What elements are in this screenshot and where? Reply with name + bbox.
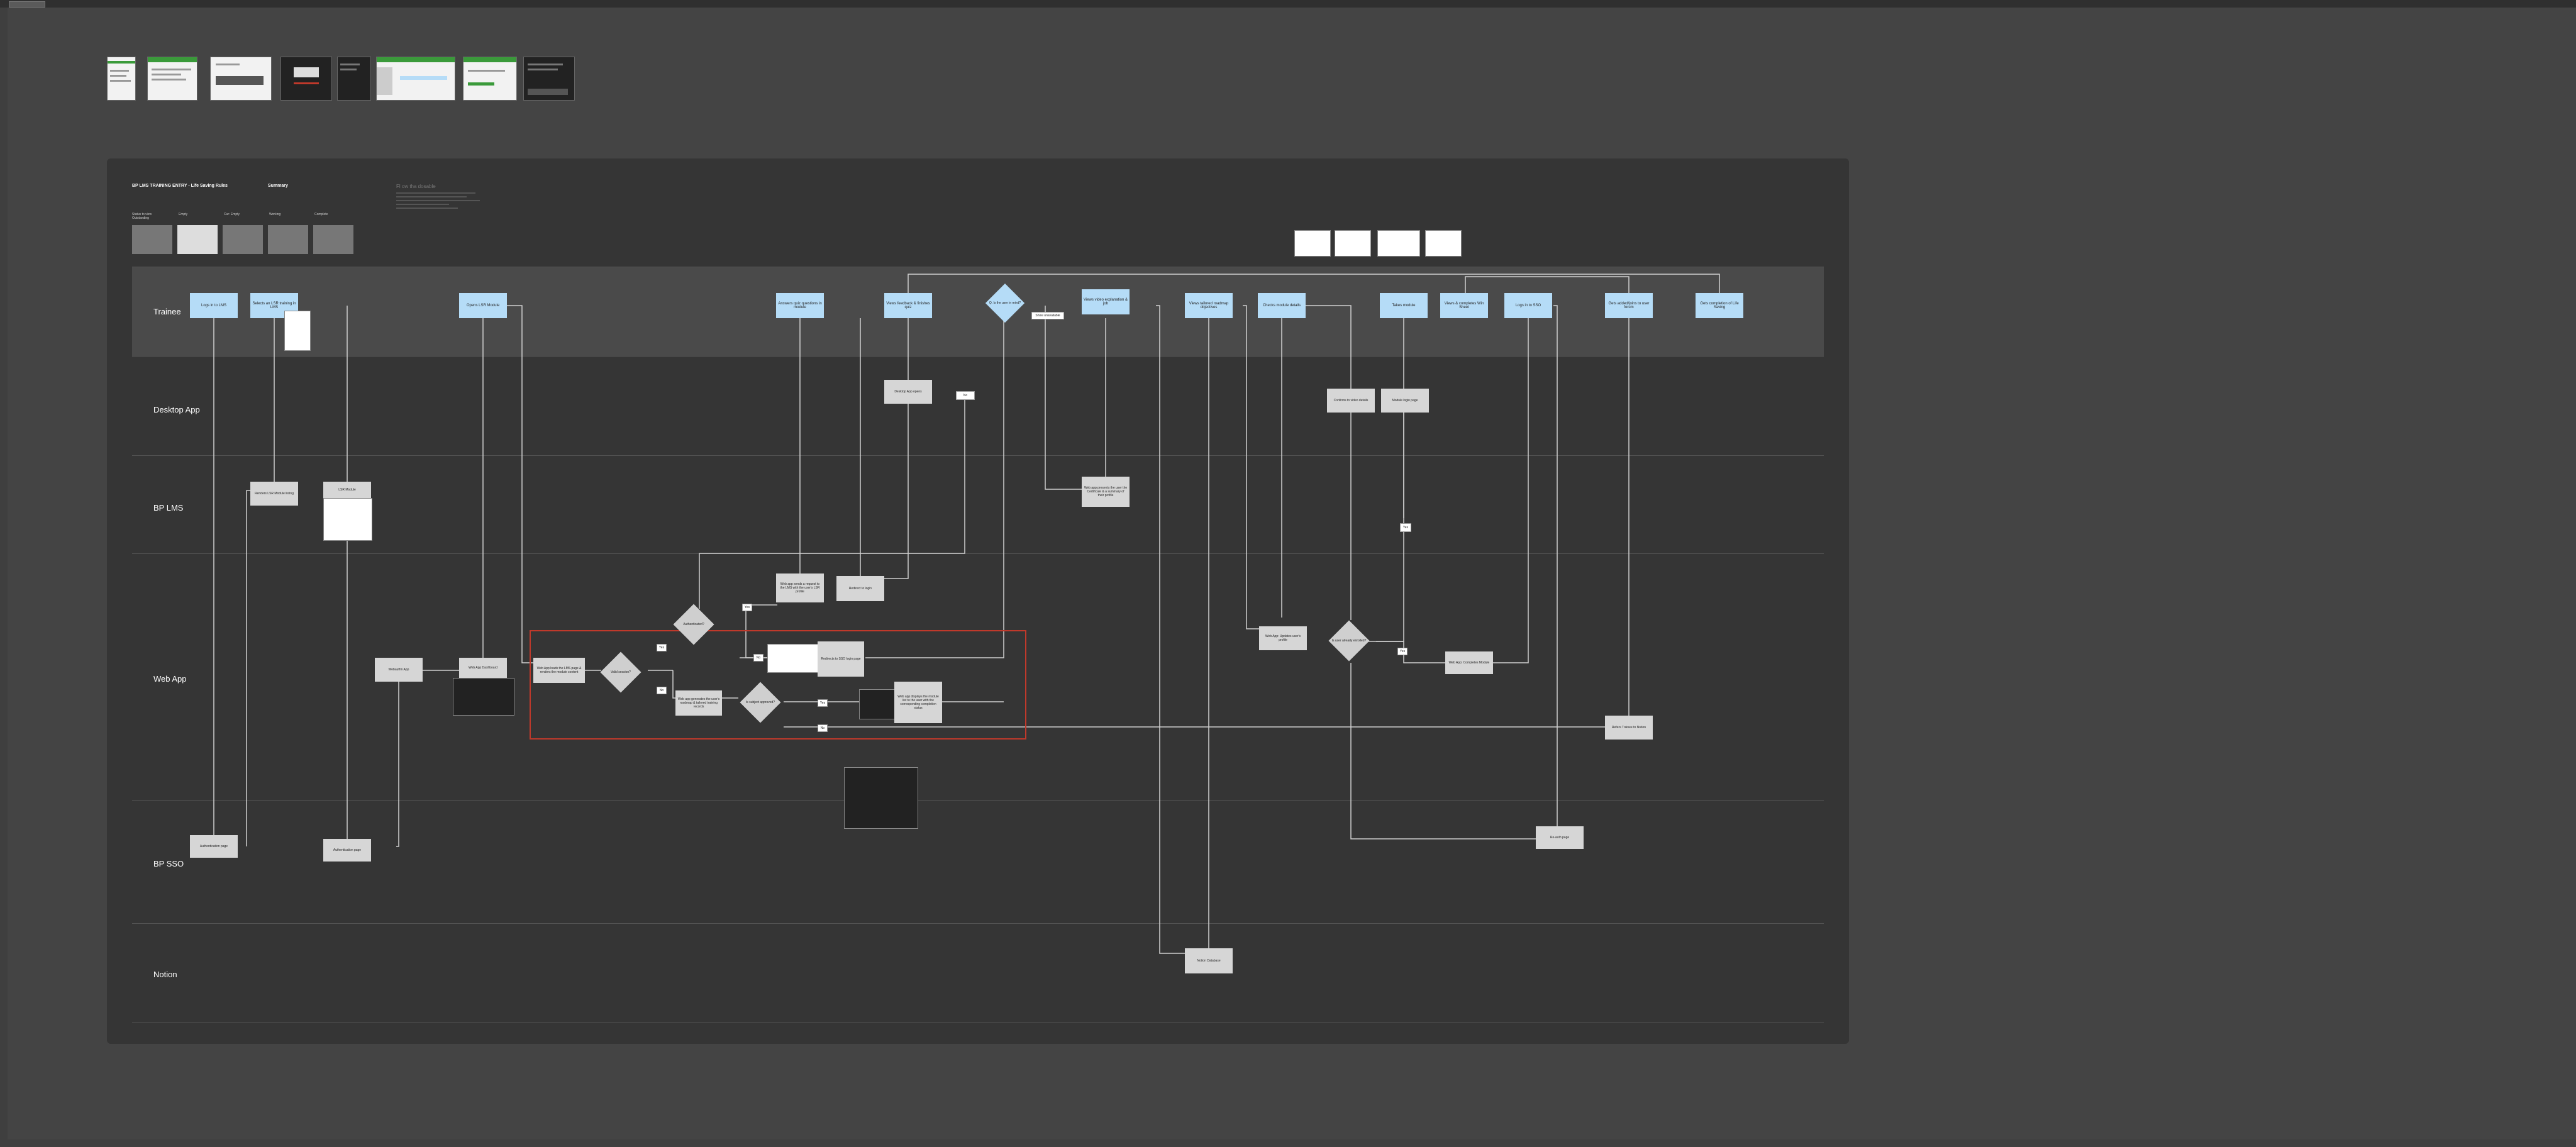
legend-swatch [132, 225, 172, 254]
decision-label: Q. Is the user in mind? [989, 301, 1021, 305]
decision-label: Is user already enrolled? [1331, 639, 1367, 643]
legend-swatch [223, 225, 263, 254]
legend-swatch [268, 225, 308, 254]
flow-tag: No [956, 391, 975, 400]
board-title: BP LMS TRAINING ENTRY - Life Saving Rule… [132, 184, 228, 188]
flow-tag: No [753, 654, 763, 662]
flow-step-trainee[interactable]: Views feedback & finishes quiz [884, 293, 932, 318]
screen-thumbnail[interactable] [463, 57, 517, 101]
flow-step-system[interactable]: Authentication page [190, 835, 238, 858]
screen-preview[interactable] [453, 678, 514, 716]
flow-step-trainee[interactable]: Gets completion of Life Saving [1696, 293, 1743, 318]
flow-step-system[interactable]: Redirect to login [836, 576, 884, 601]
flow-step-system[interactable]: Confirms to video details [1327, 389, 1375, 413]
legend-label: Empty [179, 213, 188, 216]
screen-thumbnail[interactable] [210, 57, 272, 101]
notes-text-block [396, 192, 484, 215]
reference-screenshot[interactable] [1377, 230, 1420, 257]
screen-preview[interactable] [323, 498, 372, 541]
flow-step-system[interactable]: Renders LSR Module listing [250, 482, 298, 506]
flow-step-system[interactable]: Re-auth page [1536, 826, 1584, 849]
top-bar [0, 0, 2576, 8]
flow-step-system[interactable]: Web App: Completes Module [1445, 651, 1493, 674]
flow-step-system[interactable]: Notion Database [1185, 948, 1233, 973]
lane-label: Trainee [153, 307, 181, 316]
flow-step-trainee[interactable]: Views video explanation & job [1082, 289, 1130, 314]
lane-notion [132, 923, 1824, 1022]
screen-preview[interactable] [284, 311, 311, 351]
flow-step-system[interactable]: Module login page [1381, 389, 1429, 413]
flow-step-trainee[interactable]: Logs in to SSO [1504, 293, 1552, 318]
flow-step-system[interactable]: Redirects to SSO login page [818, 641, 864, 677]
screen-thumbnail[interactable] [147, 57, 197, 101]
flow-step-system[interactable]: Web App Dashboard [459, 658, 507, 678]
lane-label: BP LMS [153, 503, 184, 513]
flow-step-trainee[interactable]: Gets added/joins to user forum [1605, 293, 1653, 318]
lane-label: BP SSO [153, 859, 184, 868]
flow-tag: Yes [657, 644, 667, 651]
legend-label: Status to view Outstanding [132, 213, 152, 220]
flow-tag: No [818, 724, 828, 732]
flow-tag: Yes [1397, 648, 1407, 655]
screen-thumbnail[interactable] [376, 57, 455, 101]
flow-step-trainee[interactable]: Checks module details [1258, 293, 1306, 318]
screen-preview[interactable] [859, 689, 896, 719]
screen-preview[interactable] [767, 644, 819, 673]
lane-label: Notion [153, 970, 177, 979]
lane-label: Web App [153, 674, 187, 684]
decision-label: Authenticated? [683, 623, 704, 626]
legend-swatch [177, 225, 218, 254]
flow-step-system[interactable]: LSR Module [323, 482, 371, 498]
highlight-region [530, 630, 1026, 740]
flow-step-system[interactable]: Web app generates the user's roadmap & t… [675, 690, 722, 716]
flow-step-system[interactable]: Web app sends a request to the LMS with … [776, 574, 824, 602]
flow-step-system[interactable]: Webauthn App [375, 658, 423, 682]
flow-step-system[interactable]: Web App loads the LMS page & renders the… [533, 658, 585, 683]
screen-thumbnail[interactable] [107, 57, 136, 101]
flow-step-system[interactable]: Web app displays the module list to the … [894, 682, 942, 723]
legend-swatch [313, 225, 353, 254]
screen-thumbnail[interactable] [523, 57, 575, 101]
reference-screenshot[interactable] [1294, 230, 1331, 257]
lane-label: Desktop App [153, 405, 200, 414]
legend-label: Working [269, 213, 281, 216]
screen-preview[interactable] [844, 767, 918, 829]
reference-screenshot[interactable] [1425, 230, 1462, 257]
flow-tag: No [657, 687, 667, 694]
flow-step-trainee[interactable]: Views tailored roadmap objectives [1185, 293, 1233, 318]
decision-label: Is subject approved? [745, 701, 775, 704]
lane-bp-lms [132, 455, 1824, 554]
lane-desktop-app [132, 356, 1824, 456]
notes-title: Fl ow tha dosable [396, 184, 436, 189]
flow-step-trainee[interactable]: Opens LSR Module [459, 293, 507, 318]
legend-label: Complete [314, 213, 328, 216]
lane-bp-sso [132, 800, 1824, 924]
flow-step-system[interactable]: Refers Trainee to Notion [1605, 716, 1653, 740]
reference-screenshot[interactable] [1335, 230, 1371, 257]
menu-button[interactable] [9, 1, 45, 8]
screen-thumbnail[interactable] [337, 57, 371, 101]
flow-step-trainee[interactable]: Takes module [1380, 293, 1428, 318]
flow-step-system[interactable]: Desktop App opens [884, 380, 932, 404]
flow-step-trainee[interactable]: Logs in to LMS [190, 293, 238, 318]
flow-step-system[interactable]: Authentication page [323, 839, 371, 862]
decision-label: Valid session? [611, 670, 631, 674]
lane-web-app [132, 553, 1824, 801]
flow-tag: Yes [742, 604, 752, 611]
flow-step-system[interactable]: Web App: Updates user's profile [1259, 626, 1307, 650]
flow-tag: Yes [1400, 523, 1411, 532]
flow-tag: Show unavailable [1031, 312, 1064, 319]
flow-tag: Yes [818, 699, 828, 707]
summary-title: Summary [268, 184, 288, 188]
flow-step-trainee[interactable]: Views & completes Win Sheet [1440, 293, 1488, 318]
screen-thumbnail[interactable] [280, 57, 332, 101]
flow-step-system[interactable]: Web app presents the user the Certificat… [1082, 477, 1130, 507]
legend-label: Cur: Empty [224, 213, 240, 216]
flow-step-trainee[interactable]: Answers quiz questions in module [776, 293, 824, 318]
